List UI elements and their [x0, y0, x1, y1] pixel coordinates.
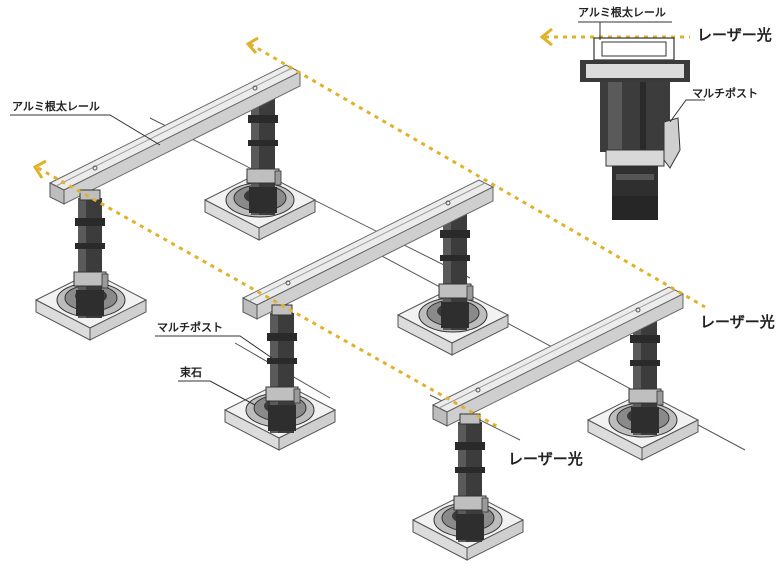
label-rail-left: アルミ根太レール [12, 100, 100, 113]
inset-detail [580, 37, 690, 220]
front-post-1 [73, 189, 109, 319]
label-rail-top: アルミ根太レール [578, 6, 666, 19]
label-stone: 束石 [180, 366, 202, 379]
front-post-2 [265, 304, 301, 434]
leader-lines [10, 21, 705, 406]
label-laser-bottom: レーザー光 [508, 450, 583, 468]
label-laser-top: レーザー光 [697, 26, 772, 44]
laser-lines [37, 35, 706, 430]
laser-arrows [32, 27, 553, 179]
label-laser-mid: レーザー光 [700, 313, 775, 331]
front-post-3 [453, 413, 489, 543]
label-post-top: マルチポスト [692, 87, 758, 100]
label-post-left: マルチポスト [157, 321, 223, 334]
